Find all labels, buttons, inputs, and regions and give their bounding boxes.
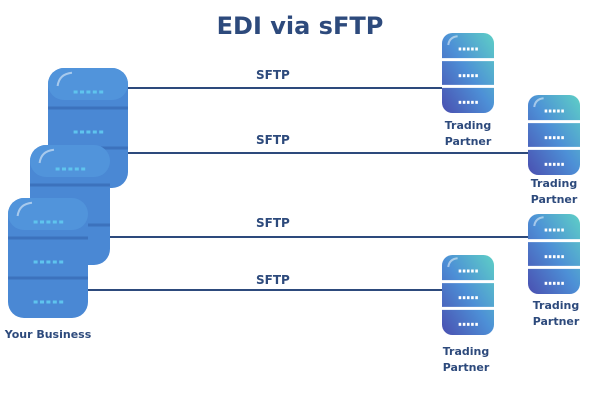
business-server-icon-3 [8,198,88,318]
partner-server-icon-2 [528,95,580,175]
trading-partner-label-2: Trading Partner [530,177,578,206]
trading-partner-label-1: Trading Partner [444,119,492,148]
sftp-label-3: SFTP [256,216,290,230]
sftp-label-2: SFTP [256,133,290,147]
your-business-label: Your Business [4,328,92,341]
sftp-label-4: SFTP [256,273,290,287]
partner-server-icon-1 [442,33,494,113]
sftp-label-1: SFTP [256,68,290,82]
partner-server-icon-3 [528,214,580,294]
diagram-title: EDI via sFTP [216,12,384,40]
trading-partner-label-3: Trading Partner [532,299,580,328]
trading-partner-label-4: Trading Partner [442,345,490,374]
partner-server-icon-4 [442,255,494,335]
